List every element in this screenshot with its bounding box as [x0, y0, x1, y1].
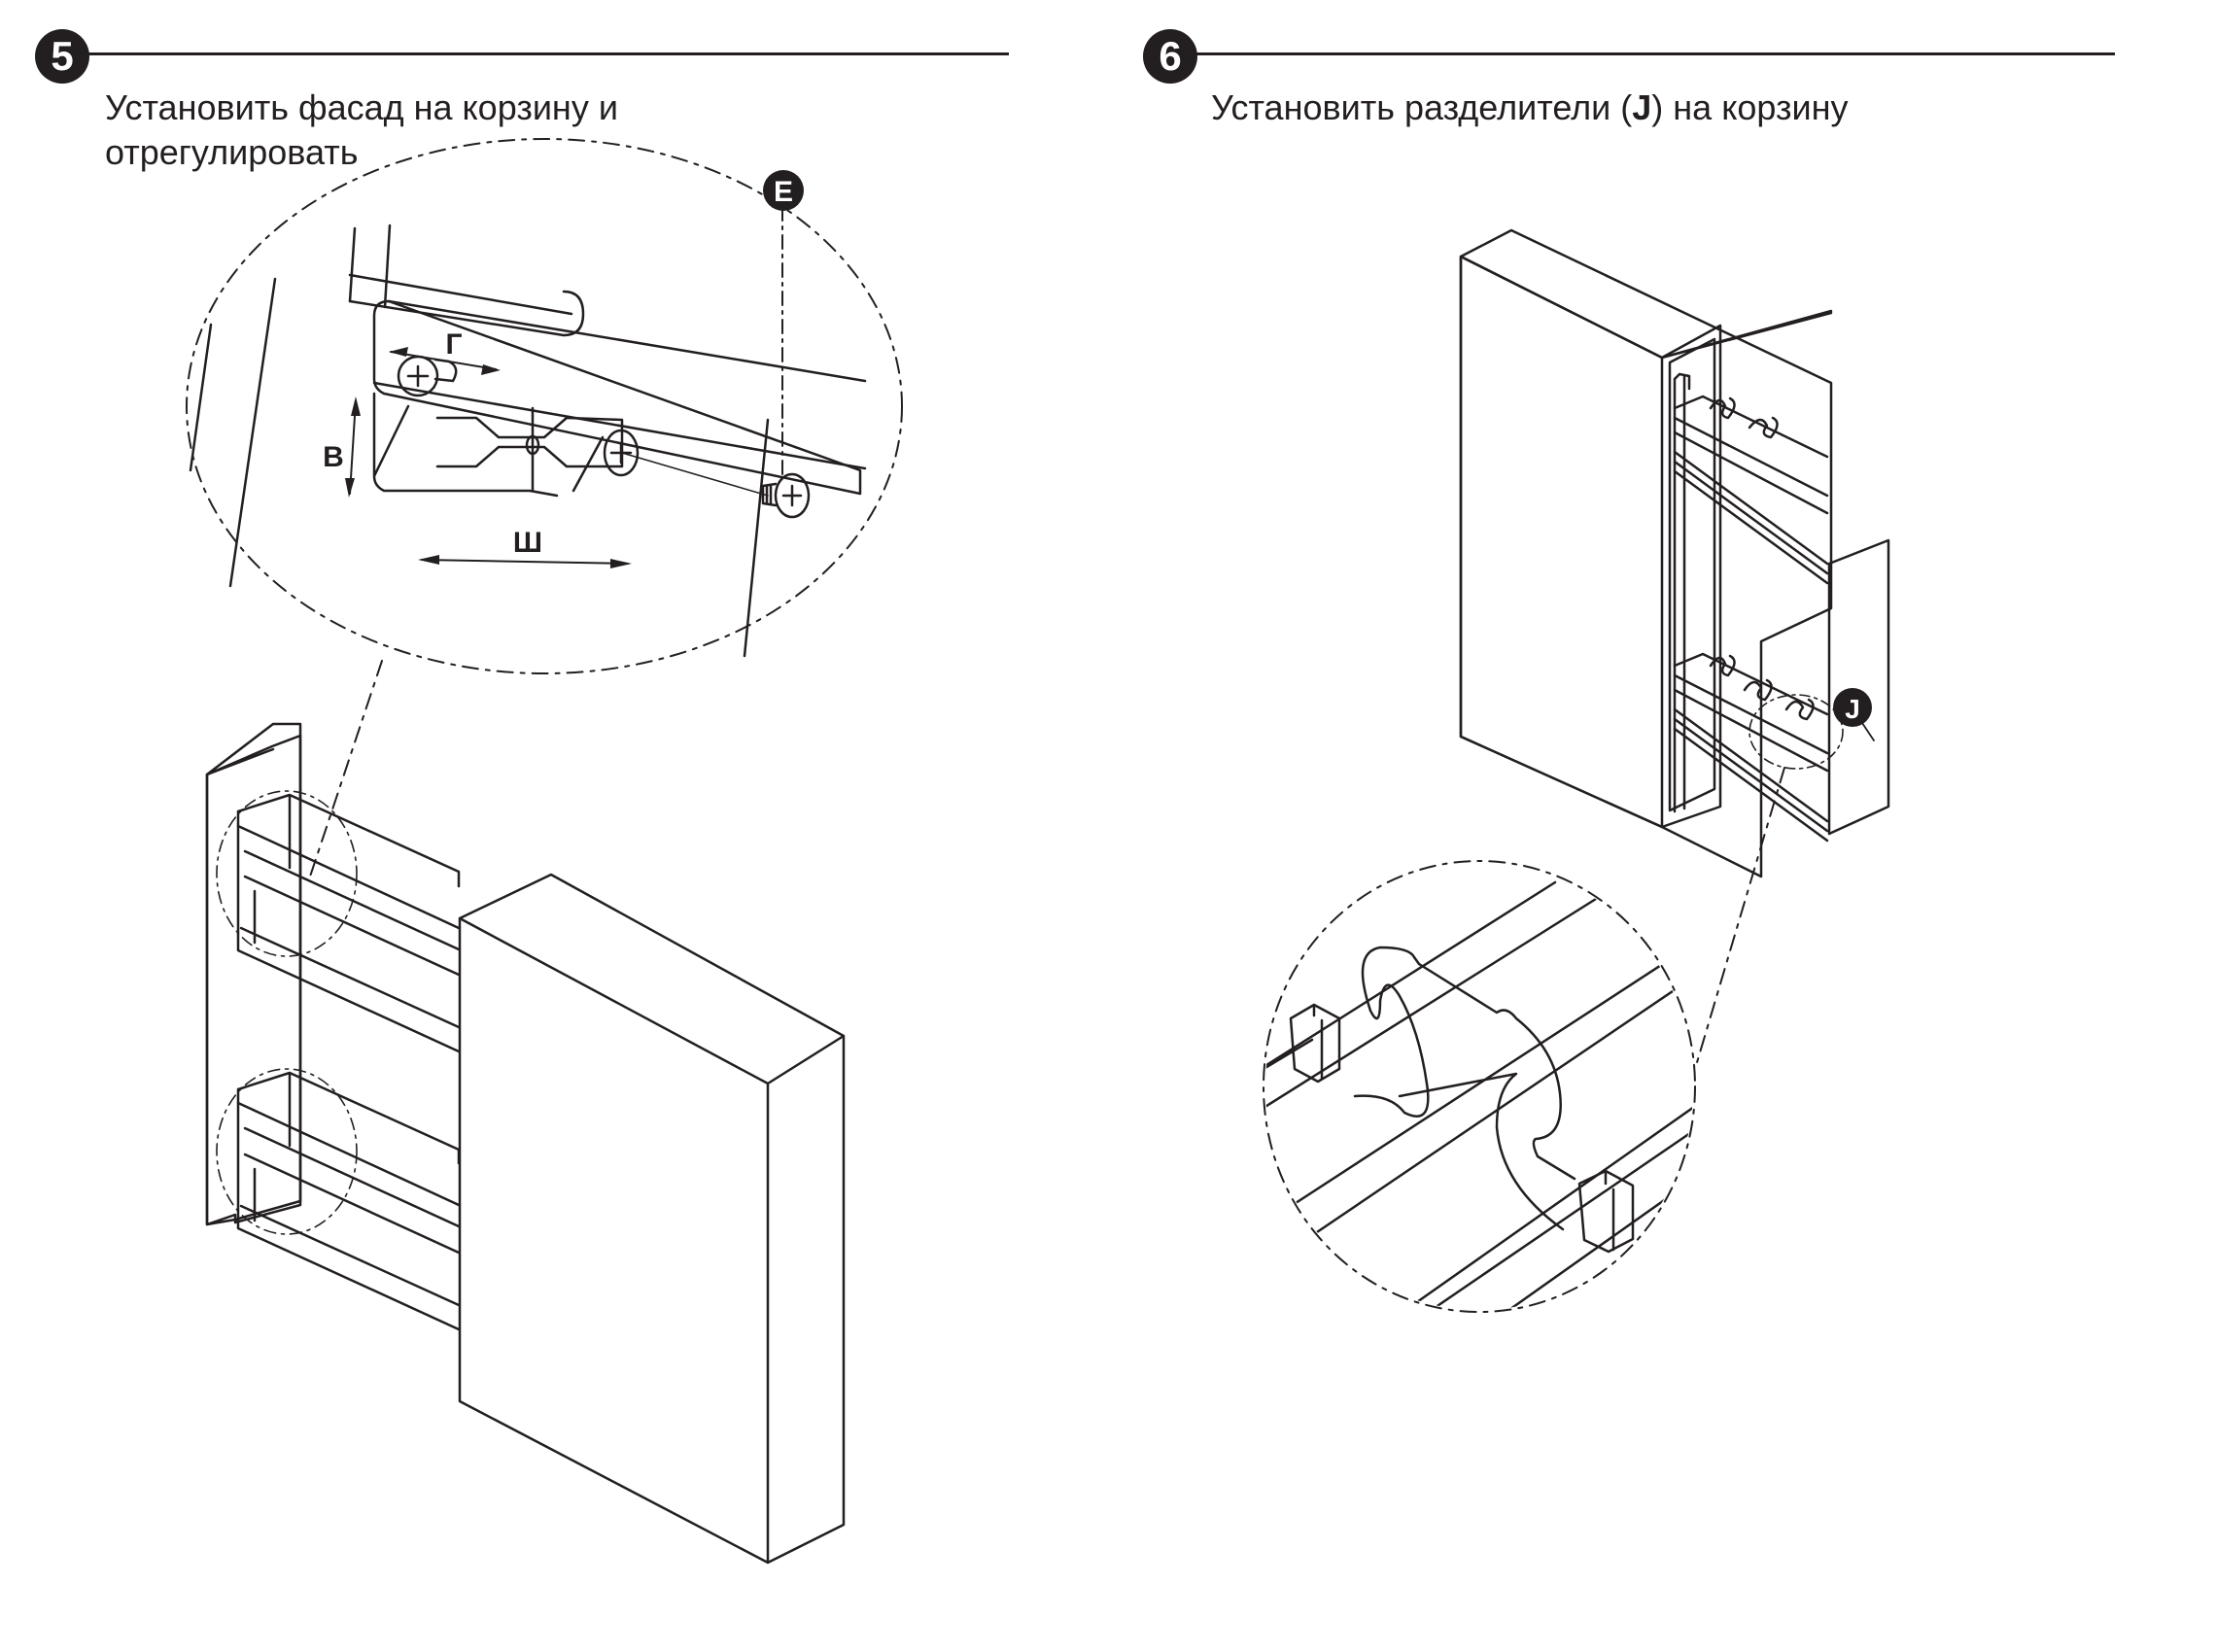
step-5-instruction-line-2: отрегулировать: [105, 132, 359, 172]
detail-leader-line-6: [1694, 767, 1785, 1070]
cabinet-edge-line: [743, 418, 770, 658]
cabinet-edge-line: [228, 277, 277, 588]
step-5-badge: 5: [35, 29, 89, 84]
divider-icon: [1709, 654, 1736, 677]
callout-e-badge: [763, 170, 804, 211]
bracket-edge: [387, 299, 867, 383]
screw-adjuster-icon: [603, 429, 640, 477]
detail-bubble-outline-6: [1263, 860, 1696, 1313]
facade-panel-6: [1827, 538, 1890, 836]
divider-detail-marker: [1749, 694, 1844, 770]
height-adjust-arrow: [345, 396, 361, 498]
step-6-divider: [1192, 52, 2115, 55]
divider-clip-left: [1289, 1003, 1341, 1084]
basket-post: [383, 224, 392, 309]
divider-icon: [1709, 396, 1736, 420]
height-adjust-label: В: [323, 441, 344, 473]
bracket-edge: [372, 381, 867, 470]
mounting-bracket: [372, 299, 862, 496]
step-6-badge: 6: [1143, 29, 1197, 84]
step-6-instruction-after: ) на корзину: [1651, 87, 1849, 127]
step-5-instruction: Установить фасад на корзину и отрегулиро…: [105, 86, 618, 175]
step-5-instruction-line-1: Установить фасад на корзину и: [105, 87, 618, 127]
callout-j-badge: [1833, 688, 1872, 727]
basket-upper: [216, 790, 461, 1053]
side-panel: [205, 722, 302, 1226]
step-6-instruction-before: Установить разделители (: [1211, 87, 1633, 127]
screw-e-icon: [621, 452, 811, 519]
step-6-assembly-view: J: [1459, 228, 1890, 1070]
basket-upper-6: [1673, 395, 1829, 585]
basket-rod: [348, 273, 585, 337]
step-5-assembly-view: [205, 722, 846, 1565]
step-6-instruction-part: J: [1632, 87, 1652, 127]
depth-adjust-arrow: [389, 347, 501, 375]
cabinet-front-face: [1459, 255, 1664, 829]
depth-adjust-label: Г: [445, 328, 462, 361]
callout-j-label: J: [1845, 694, 1860, 724]
width-adjust-label: Ш: [513, 527, 542, 559]
basket-lower-detail-marker: [216, 1068, 358, 1235]
step-6-detail-view: [1263, 860, 1696, 1313]
divider-icon: [1784, 698, 1815, 721]
detail-bubble-outline: [186, 138, 903, 674]
cabinet-opening: [1660, 324, 1722, 829]
facade-panel: [458, 873, 846, 1565]
divider-icon: [1743, 678, 1773, 702]
basket-lower-6: [1673, 652, 1844, 843]
basket-upper-detail-marker: [216, 790, 358, 957]
step-5-divider: [87, 52, 1009, 55]
basket-rail: [1265, 880, 1693, 1310]
step-6-instruction: Установить разделители (J) на корзину: [1211, 86, 1848, 130]
step-5-detail-view: E Г В Ш: [186, 138, 903, 880]
adjuster-housing: [372, 392, 605, 498]
cabinet-body: [1459, 228, 1833, 878]
divider-clip-right: [1577, 1169, 1635, 1254]
detail-leader-line: [308, 660, 383, 880]
side-panel-face: [205, 734, 302, 1226]
divider-icon: [1748, 416, 1779, 439]
width-adjust-arrow: [418, 555, 632, 568]
step-6-number: 6: [1159, 33, 1182, 79]
callout-e-label: E: [774, 176, 793, 208]
basket-post: [348, 226, 357, 303]
step-5-number: 5: [51, 33, 74, 79]
divider-s-shape: [1353, 946, 1576, 1231]
basket-lower: [216, 1068, 461, 1331]
cabinet-edge-line: [189, 323, 213, 472]
